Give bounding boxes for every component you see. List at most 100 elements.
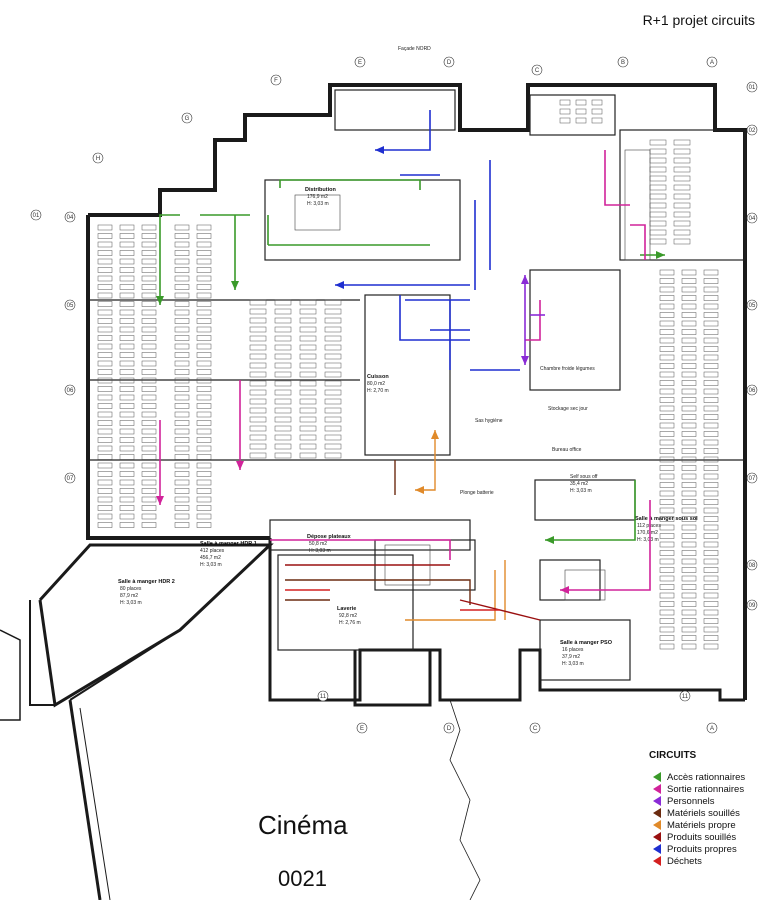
dining-table xyxy=(249,299,267,306)
dining-table xyxy=(681,626,697,633)
distribution-height: H: 3,03 m xyxy=(307,201,329,207)
dining-table xyxy=(649,229,667,236)
grid-bubble-label: 09 xyxy=(749,603,756,609)
dining-table xyxy=(681,397,697,403)
dining-table xyxy=(659,269,675,276)
dining-table xyxy=(274,380,292,387)
grid-bubble-label: B xyxy=(621,60,625,66)
legend-arrow-icon xyxy=(653,820,661,830)
dining-table xyxy=(659,499,675,505)
dining-table xyxy=(119,522,135,528)
dining-table xyxy=(97,258,113,265)
dining-table xyxy=(299,452,317,459)
dining-table xyxy=(97,318,113,324)
grid-bubble-label: 04 xyxy=(749,216,756,222)
dining-table xyxy=(141,343,157,350)
circuit-mat-souilles xyxy=(285,460,471,605)
dining-table xyxy=(249,335,267,342)
dining-table xyxy=(274,335,292,342)
dining-table xyxy=(703,388,719,395)
dining-table xyxy=(703,567,719,573)
circuit-personnels xyxy=(524,275,545,365)
dining-table xyxy=(249,416,267,423)
dining-table xyxy=(559,108,571,115)
facade-label: Façade NORD xyxy=(398,46,431,52)
dining-table xyxy=(174,369,190,375)
dining-table xyxy=(575,99,587,106)
dining-table xyxy=(119,394,135,401)
dining-table xyxy=(97,428,113,435)
legend-arrow-icon xyxy=(653,784,661,794)
grid-bubble xyxy=(181,112,193,124)
dining-table xyxy=(174,224,190,231)
grid-bubble xyxy=(356,722,368,734)
dining-table xyxy=(274,452,292,459)
grid-bubble-label: E xyxy=(358,60,362,66)
dining-table xyxy=(196,335,212,341)
dining-table xyxy=(659,337,675,344)
dining-table xyxy=(119,505,135,511)
dining-table xyxy=(141,462,157,469)
dining-table xyxy=(97,454,113,460)
legend-label: Produits souillés xyxy=(667,831,737,843)
dining-table xyxy=(703,643,719,650)
dining-table xyxy=(659,414,675,420)
dining-table xyxy=(681,439,697,446)
dining-table xyxy=(174,479,190,486)
salle-pso-area: 37,9 m2 xyxy=(562,654,580,660)
legend-item: Produits souillés xyxy=(645,831,763,843)
dining-table xyxy=(97,284,113,290)
grid-bubble xyxy=(746,472,758,484)
salle2-label: Salle à manger HDR 2 xyxy=(118,579,175,585)
dining-table xyxy=(174,284,190,290)
dining-table xyxy=(591,108,603,115)
legend-label: Produits propres xyxy=(667,843,737,855)
stairs xyxy=(294,149,651,601)
dining-tables xyxy=(97,99,719,650)
dining-table xyxy=(703,507,719,514)
dining-table xyxy=(703,524,719,531)
dining-table xyxy=(174,471,190,477)
grid-bubble xyxy=(354,56,366,68)
grid-bubble xyxy=(531,64,543,76)
dining-table xyxy=(703,465,719,471)
dining-table xyxy=(659,516,675,522)
dining-table xyxy=(659,388,675,395)
dining-table xyxy=(299,443,317,450)
dining-table xyxy=(97,462,113,469)
dining-table xyxy=(97,505,113,511)
dining-table xyxy=(119,292,135,299)
dining-table xyxy=(324,425,342,432)
dining-table xyxy=(249,443,267,450)
dining-table xyxy=(141,318,157,324)
dining-table xyxy=(559,117,571,124)
dining-table xyxy=(681,550,697,556)
dining-table xyxy=(681,422,697,429)
grid-bubble xyxy=(270,74,282,86)
grid-bubble-label: 02 xyxy=(749,128,756,134)
dining-table xyxy=(659,482,675,488)
dining-table xyxy=(324,317,342,324)
dining-table xyxy=(141,250,157,256)
dining-table xyxy=(196,258,212,265)
legend-label: Personnels xyxy=(667,795,715,807)
dining-table xyxy=(97,369,113,375)
dining-table xyxy=(299,416,317,423)
dining-table xyxy=(274,416,292,423)
dining-table xyxy=(249,407,267,414)
cuisson-height: H: 2,70 m xyxy=(367,388,389,394)
dining-table xyxy=(659,312,675,318)
dining-table xyxy=(174,360,190,367)
neighbor-boundary xyxy=(68,629,481,900)
legend-arrow-icon xyxy=(653,844,661,854)
grid-bubble-label: 08 xyxy=(749,563,756,569)
dining-table xyxy=(174,267,190,273)
dining-table xyxy=(119,267,135,273)
dining-table xyxy=(196,420,212,426)
dining-table xyxy=(196,505,212,511)
dining-table xyxy=(659,329,675,335)
dining-table xyxy=(681,567,697,573)
grid-bubble xyxy=(64,472,76,484)
dining-table xyxy=(97,471,113,477)
